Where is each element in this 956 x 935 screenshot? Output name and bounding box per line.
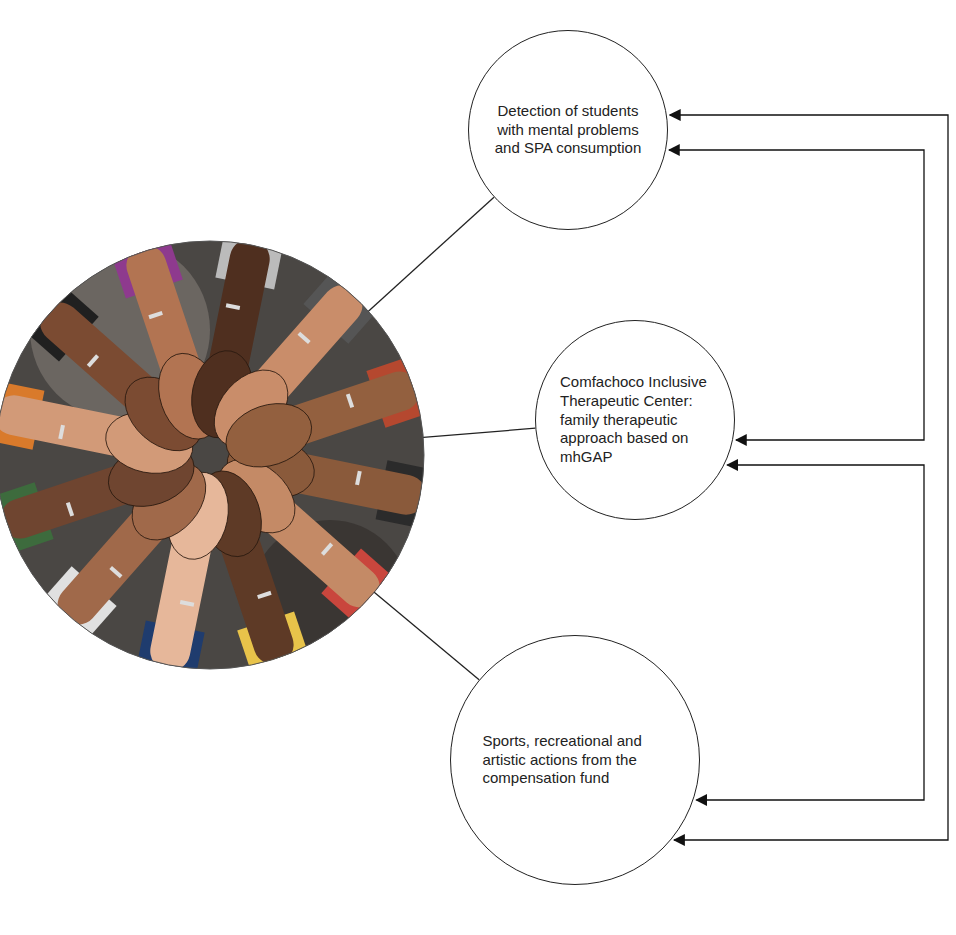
node-text: Sports, recreational and artistic action… (483, 732, 668, 788)
wristband (60, 425, 63, 439)
photo-illustration (0, 200, 465, 710)
node-text: Detection of students with mental proble… (493, 102, 643, 158)
wristband (299, 333, 309, 342)
circle-node: Sports, recreational and artistic action… (450, 635, 700, 885)
bracket-arrow (696, 465, 924, 800)
wristband (180, 602, 194, 605)
circle-node: Detection of students with mental proble… (468, 30, 668, 230)
leader-line (368, 197, 494, 311)
photo-ground (0, 240, 430, 670)
wristband (357, 471, 360, 485)
node-text: Comfachoco Inclusive Therapeutic Center:… (560, 373, 710, 467)
palm (218, 393, 321, 478)
wristband (348, 394, 352, 407)
wristband (258, 593, 271, 597)
wristband (111, 567, 121, 576)
leader-line (374, 592, 479, 680)
leader-line (423, 428, 535, 437)
wristband (322, 544, 331, 554)
wristband (149, 313, 162, 317)
wristband (226, 305, 240, 308)
circle-node: Comfachoco Inclusive Therapeutic Center:… (535, 320, 735, 520)
wristband (68, 503, 72, 516)
wristband (88, 356, 97, 366)
photo-border (0, 241, 424, 669)
